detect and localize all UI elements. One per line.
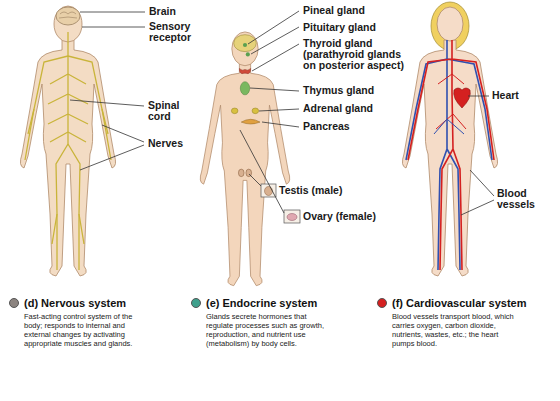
- legend-swatch: [191, 298, 201, 308]
- part-label: Pineal gland: [303, 5, 403, 16]
- part-label: Adrenal gland: [303, 103, 403, 114]
- leader-lines: [70, 11, 494, 215]
- part-label: Brain: [149, 6, 229, 17]
- legend-swatch: [9, 298, 19, 308]
- part-label: Blood vessels: [497, 188, 547, 210]
- nervous-figure: [20, 6, 115, 276]
- part-label: Pituitary gland: [303, 22, 403, 33]
- part-label: Thymus gland: [303, 85, 403, 96]
- part-label: Nerves: [148, 138, 208, 149]
- part-label: Ovary (female): [303, 211, 398, 222]
- system-heading: (e) Endocrine system: [206, 297, 317, 309]
- system-description: Fast-acting control system of the body; …: [24, 312, 142, 348]
- part-label: Spinal cord: [148, 100, 190, 122]
- system-description: Glands secrete hormones that regulate pr…: [206, 312, 326, 348]
- system-heading: (d) Nervous system: [24, 297, 126, 309]
- system-heading: (f) Cardiovascular system: [392, 297, 527, 309]
- part-label: Sensory receptor: [149, 21, 204, 43]
- legend-swatch: [377, 298, 387, 308]
- part-label: Heart: [492, 90, 542, 101]
- cardiovascular-figure: [402, 2, 497, 276]
- part-label: Thyroid gland (parathyroid glands on pos…: [303, 38, 415, 71]
- part-label: Pancreas: [303, 121, 403, 132]
- system-description: Blood vessels transport blood, which car…: [392, 312, 516, 348]
- endocrine-figure: [200, 32, 289, 286]
- part-label: Testis (male): [279, 185, 369, 196]
